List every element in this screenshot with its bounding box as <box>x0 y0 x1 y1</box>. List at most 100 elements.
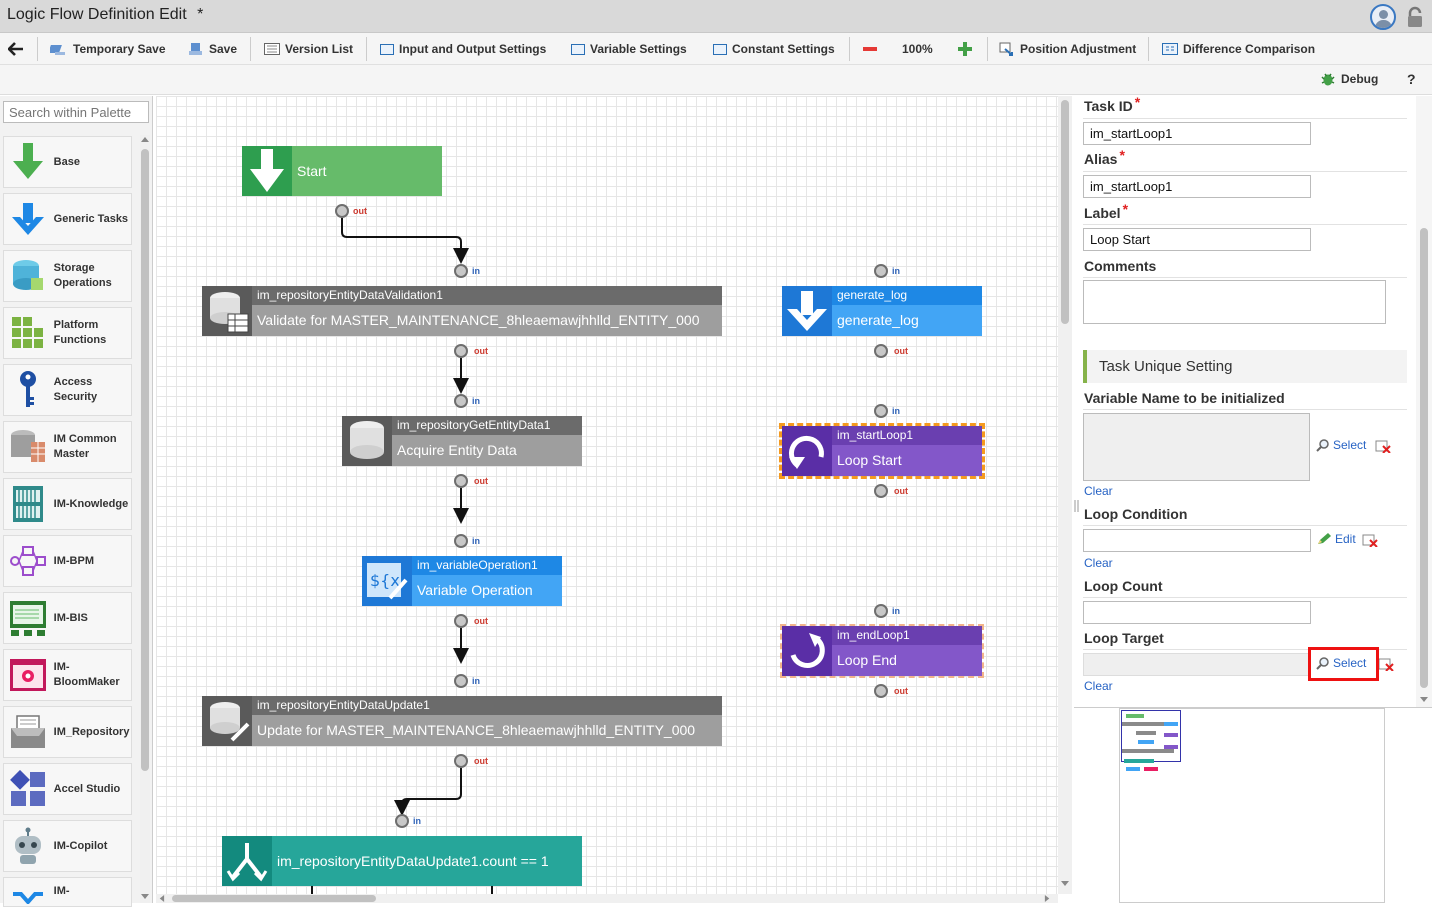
log-out-port[interactable] <box>874 344 888 358</box>
user-avatar-icon[interactable] <box>1370 4 1396 30</box>
arrow-down-icon <box>11 203 44 235</box>
loopend-in-port[interactable] <box>874 604 888 618</box>
branch-in-port[interactable] <box>395 814 409 828</box>
bpm-icon <box>9 546 46 576</box>
node-update[interactable]: im_repositoryEntityDataUpdate1 Update fo… <box>202 696 722 746</box>
difference-comparison-button[interactable]: Difference Comparison <box>1162 33 1315 65</box>
secondary-toolbar: Debug ? <box>0 65 1432 95</box>
help-button[interactable]: ? <box>1407 71 1416 87</box>
loopstart-out-port[interactable] <box>874 484 888 498</box>
splitter-handle[interactable] <box>1074 500 1080 512</box>
node-get-entity[interactable]: im_repositoryGetEntityData1 Acquire Enti… <box>342 416 582 466</box>
loop-target-field[interactable] <box>1083 653 1311 676</box>
var-init-select-link[interactable]: Select <box>1316 438 1366 452</box>
var-in-port[interactable] <box>454 534 468 548</box>
label-input[interactable]: Loop Start <box>1083 228 1311 251</box>
loop-target-clear-link[interactable]: Clear <box>1084 679 1113 693</box>
node-loopend-id: im_endLoop1 <box>832 626 982 645</box>
magnifier-icon <box>1316 439 1329 452</box>
constant-settings-button[interactable]: Constant Settings <box>713 33 835 65</box>
variable-icon: ${x} <box>362 556 412 606</box>
palette-item-platform-functions[interactable]: Platform Functions <box>3 307 132 359</box>
palette-item-partial[interactable]: IM- <box>3 877 132 907</box>
var-init-field[interactable] <box>1083 413 1310 481</box>
bloom-icon <box>9 659 46 691</box>
temporary-save-button[interactable]: Temporary Save <box>50 33 166 65</box>
debug-button[interactable]: Debug <box>1320 65 1378 93</box>
branch-icon <box>222 836 272 886</box>
loopend-out-port[interactable] <box>874 684 888 698</box>
update-out-port[interactable] <box>454 754 468 768</box>
node-log-label: generate_log <box>832 305 982 336</box>
node-variable-operation[interactable]: ${x} im_variableOperation1 Variable Oper… <box>362 556 562 606</box>
save-button[interactable]: Save <box>188 33 237 65</box>
window-title: Logic Flow Definition Edit * <box>7 6 204 23</box>
loopstart-in-port[interactable] <box>874 404 888 418</box>
clear-x-icon[interactable] <box>1378 658 1394 671</box>
alias-input[interactable]: im_startLoop1 <box>1083 175 1311 198</box>
validate-out-port[interactable] <box>454 344 468 358</box>
clear-x-icon[interactable] <box>1362 534 1378 547</box>
back-arrow-icon <box>8 42 23 56</box>
var-init-clear-link[interactable]: Clear <box>1084 484 1113 498</box>
pencil-icon <box>1318 533 1331 544</box>
node-branch[interactable]: im_repositoryEntityDataUpdate1.count == … <box>222 836 582 886</box>
palette-item-im-bpm[interactable]: IM-BPM <box>3 535 132 587</box>
palette-item-generic-tasks[interactable]: Generic Tasks <box>3 193 132 245</box>
back-button[interactable] <box>8 33 24 65</box>
palette-item-im-repository[interactable]: IM_Repository <box>3 706 132 758</box>
label-label: Label* <box>1084 201 1129 221</box>
io-settings-button[interactable]: Input and Output Settings <box>380 33 546 65</box>
get-in-port[interactable] <box>454 394 468 408</box>
node-generate-log[interactable]: generate_log generate_log <box>782 286 982 336</box>
palette-item-im-bloommaker[interactable]: IM-BloomMaker <box>3 649 132 701</box>
palette: Base Generic Tasks Storage Operations Pl… <box>0 96 153 907</box>
zoom-in-button[interactable] <box>957 33 973 65</box>
version-list-button[interactable]: Version List <box>264 33 353 65</box>
clear-x-icon[interactable] <box>1375 440 1391 453</box>
node-start[interactable]: Start <box>242 146 442 196</box>
palette-search-input[interactable] <box>3 101 149 123</box>
alias-label: Alias* <box>1084 147 1125 167</box>
palette-item-storage-operations[interactable]: Storage Operations <box>3 250 132 302</box>
get-out-port[interactable] <box>454 474 468 488</box>
canvas-horizontal-scrollbar[interactable] <box>156 894 1058 903</box>
variable-settings-button[interactable]: Variable Settings <box>571 33 687 65</box>
window-icon <box>571 43 585 55</box>
palette-item-im-knowledge[interactable]: IM-Knowledge <box>3 478 132 530</box>
loop-condition-edit-link[interactable]: Edit <box>1316 532 1356 546</box>
var-out-port[interactable] <box>454 614 468 628</box>
palette-item-im-common-master[interactable]: IM Common Master <box>3 421 132 473</box>
palette-item-base[interactable]: Base <box>3 136 132 188</box>
palette-item-access-security[interactable]: Access Security <box>3 364 132 416</box>
update-in-port[interactable] <box>454 674 468 688</box>
canvas-vertical-scrollbar[interactable] <box>1058 96 1072 894</box>
palette-item-im-bis[interactable]: IM-BIS <box>3 592 132 644</box>
position-adjustment-button[interactable]: Position Adjustment <box>999 33 1136 65</box>
node-loop-end[interactable]: im_endLoop1 Loop End <box>780 624 984 678</box>
loop-target-select-link[interactable]: Select <box>1316 656 1366 670</box>
start-out-port[interactable] <box>335 204 349 218</box>
palette-item-im-copilot[interactable]: IM-Copilot <box>3 820 132 872</box>
node-loop-start[interactable]: im_startLoop1 Loop Start <box>779 423 985 479</box>
properties-scrollbar[interactable] <box>1416 96 1432 708</box>
palette-item-accel-studio[interactable]: Accel Studio <box>3 763 132 815</box>
node-loopstart-label: Loop Start <box>832 445 982 476</box>
task-id-input[interactable]: im_startLoop1 <box>1083 122 1311 145</box>
task-unique-setting-title: Task Unique Setting <box>1083 350 1407 383</box>
version-list-icon <box>264 43 280 55</box>
log-in-port[interactable] <box>874 264 888 278</box>
validate-in-port[interactable] <box>454 264 468 278</box>
minimap[interactable] <box>1119 708 1385 903</box>
lock-icon[interactable] <box>1404 6 1426 28</box>
arrow-down-icon <box>782 286 832 336</box>
loop-condition-input[interactable] <box>1083 529 1311 552</box>
comments-textarea[interactable] <box>1083 280 1386 324</box>
zoom-out-button[interactable] <box>862 33 878 65</box>
flow-canvas[interactable]: Start out in im_repositoryEntityDataVali… <box>156 96 1058 894</box>
loop-count-input[interactable] <box>1083 601 1311 624</box>
palette-scrollbar[interactable] <box>140 135 150 903</box>
loop-end-icon <box>782 626 832 676</box>
loop-condition-clear-link[interactable]: Clear <box>1084 556 1113 570</box>
node-validate[interactable]: im_repositoryEntityDataValidation1 Valid… <box>202 286 722 336</box>
